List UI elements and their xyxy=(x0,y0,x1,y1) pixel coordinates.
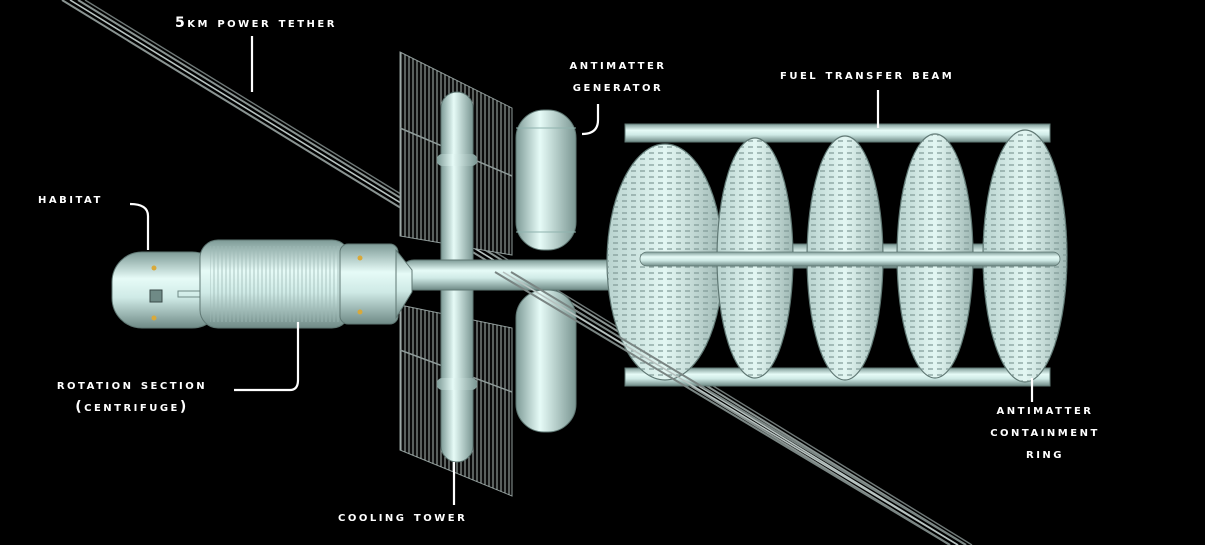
label-antimatter-generator-line1: Antimatter xyxy=(569,57,667,73)
label-rotation-section: Rotation Section (Centrifuge) xyxy=(22,374,242,418)
label-rotation-section-line1: Rotation Section xyxy=(56,377,208,393)
label-habitat: Habitat xyxy=(38,191,103,207)
label-rotation-section-line2: (Centrifuge) xyxy=(75,399,189,415)
label-containment-ring-line3: Ring xyxy=(1026,446,1064,462)
leader-lines xyxy=(129,36,1034,505)
label-fuel-transfer-beam: Fuel Transfer Beam xyxy=(780,67,955,83)
containment-ring-array xyxy=(606,123,1068,387)
label-containment-ring-line1: Antimatter xyxy=(996,402,1094,418)
antimatter-generator xyxy=(515,109,577,433)
label-antimatter-generator: Antimatter Generator xyxy=(548,54,688,98)
habitat-module xyxy=(111,251,223,329)
label-cooling-tower: Cooling Tower xyxy=(338,509,468,525)
label-antimatter-generator-line2: Generator xyxy=(572,79,664,95)
label-containment-ring: Antimatter Containment Ring xyxy=(965,399,1125,465)
cooling-tower xyxy=(399,51,513,497)
label-power-tether: 5km Power Tether xyxy=(175,15,337,31)
power-tether-front xyxy=(494,271,967,545)
rotation-section xyxy=(199,239,413,329)
label-containment-ring-line2: Containment xyxy=(990,424,1100,440)
